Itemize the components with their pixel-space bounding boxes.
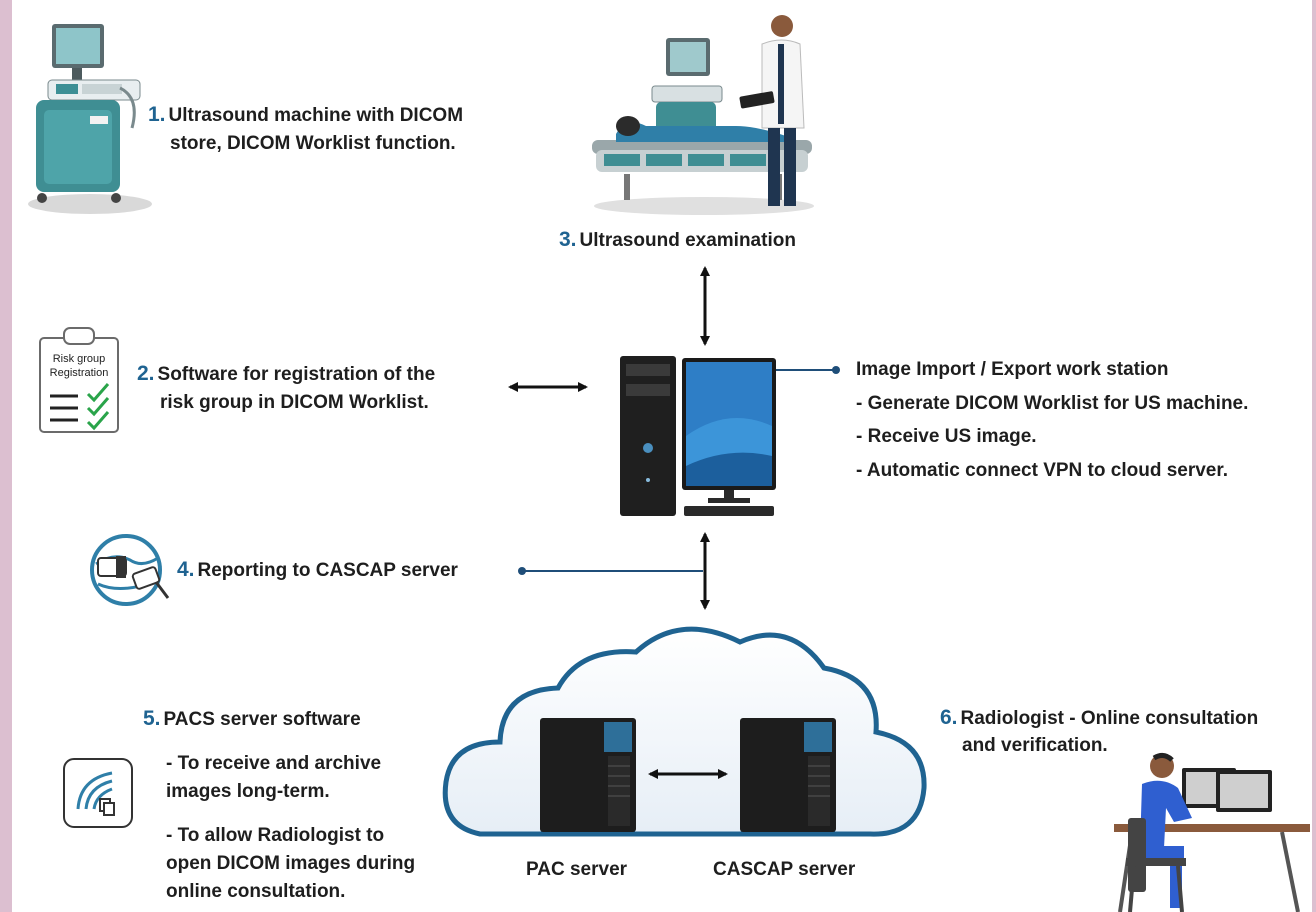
connector-dot [518, 567, 526, 575]
ultrasound-machine-icon [28, 24, 152, 214]
step-number: 1. [148, 103, 166, 126]
step5-label: 5.PACS server software [143, 705, 361, 733]
left-frame-border [0, 0, 12, 912]
step5-bullet2-line2: open DICOM images during [166, 853, 416, 874]
step3-label: 3.Ultrasound examination [559, 226, 796, 254]
step-number: 2. [137, 362, 155, 385]
wifi-document-icon [63, 758, 133, 828]
step4-line1: Reporting to CASCAP server [197, 560, 458, 581]
workstation-title: Image Import / Export work station [856, 359, 1169, 380]
pac-server-label: PAC server [526, 859, 628, 880]
step1-label: 1.Ultrasound machine with DICOM [148, 101, 463, 129]
step5-bullet2-line1: - To allow Radiologist to [166, 825, 385, 846]
step4-label: 4.Reporting to CASCAP server [177, 556, 458, 584]
clipboard-checklist-icon: Risk group Registration [39, 327, 119, 433]
step5-bullet1-line1: - To receive and archive [166, 753, 382, 774]
step-number: 3. [559, 228, 577, 251]
server-tower-icon [540, 718, 636, 832]
cascap-server-label: CASCAP server [713, 859, 856, 880]
workstation-item: - Automatic connect VPN to cloud server. [856, 460, 1228, 481]
right-frame-border [1312, 0, 1316, 912]
step6-line2: and verification. [962, 735, 1108, 756]
step5-bullet1-line2: images long-term. [166, 781, 330, 802]
connector-dot [832, 366, 840, 374]
step3-line1: Ultrasound examination [579, 230, 796, 251]
radiologist-icon [1114, 752, 1310, 912]
step6-line1: Radiologist - Online consultation [960, 708, 1259, 729]
step5-title: PACS server software [163, 709, 361, 730]
desktop-workstation-icon [620, 356, 776, 516]
step6-label: 6.Radiologist - Online consultation [940, 704, 1258, 732]
globe-network-icon [90, 534, 170, 606]
workstation-item: - Receive US image. [856, 426, 1037, 447]
clipboard-line2: Registration [50, 367, 109, 379]
step1-line1: Ultrasound machine with DICOM [168, 105, 464, 126]
step2-line1: Software for registration of the [157, 364, 436, 385]
workstation-item: - Generate DICOM Worklist for US machine… [856, 393, 1249, 414]
step1-line2: store, DICOM Worklist function. [170, 133, 456, 154]
patient-exam-icon [592, 15, 814, 215]
step5-bullet2-line3: online consultation. [166, 881, 346, 902]
step-number: 5. [143, 707, 161, 730]
step2-line2: risk group in DICOM Worklist. [160, 392, 429, 413]
server-tower-icon [740, 718, 836, 832]
step-number: 4. [177, 558, 195, 581]
clipboard-line1: Risk group [53, 353, 106, 365]
step2-label: 2.Software for registration of the [137, 360, 435, 388]
step-number: 6. [940, 706, 958, 729]
